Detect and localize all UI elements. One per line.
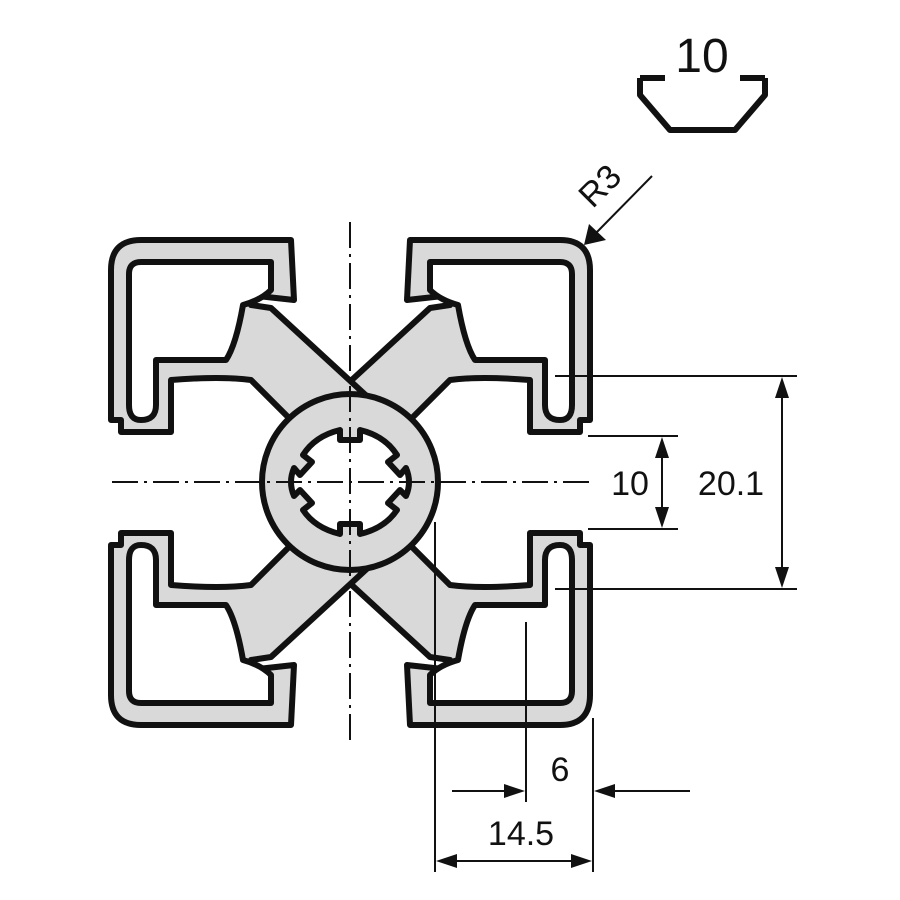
slot-width-label: 10 (675, 30, 728, 83)
radius-label: R3 (571, 157, 629, 215)
radius-arrow (584, 224, 606, 245)
wall-offset-arrow-right (594, 784, 615, 798)
edge-offset-arrow-right (571, 854, 592, 868)
radius-leader (594, 175, 653, 235)
slot-opening-arrow-bottom (655, 507, 669, 528)
center-distance-arrow-bottom (775, 567, 789, 588)
center-distance-label: 20.1 (698, 465, 764, 503)
center-distance-arrow-top (775, 377, 789, 398)
slot-opening-label: 10 (611, 465, 649, 503)
edge-offset-arrow-left (436, 854, 457, 868)
wall-offset-arrow-left (504, 784, 525, 798)
slot-opening-arrow-top (655, 437, 669, 458)
t-slot-nut-icon (637, 75, 768, 133)
edge-offset-label: 14.5 (488, 815, 554, 853)
wall-offset-label: 6 (551, 751, 570, 789)
